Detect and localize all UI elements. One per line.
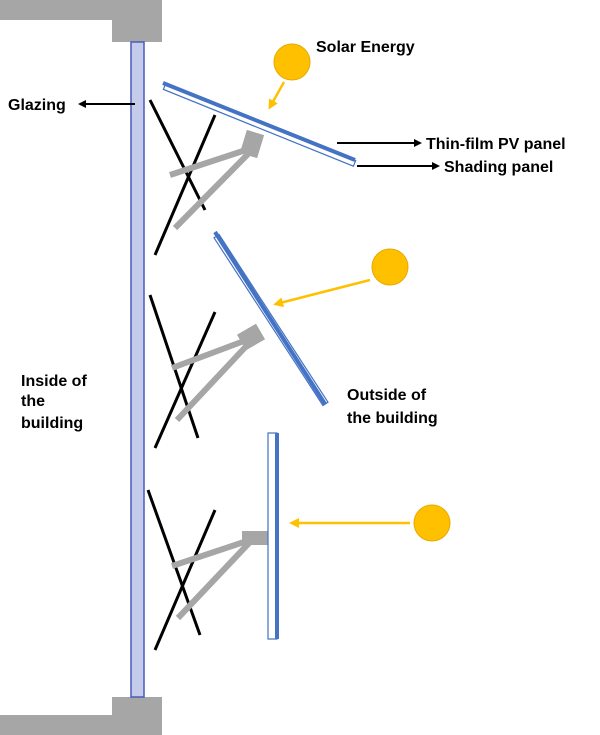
inside-building-label-line3: building: [21, 415, 83, 432]
bracket-arm: [175, 539, 253, 621]
shading-unit-bottom: [146, 432, 279, 651]
shading-panel-label: Shading panel: [444, 159, 553, 176]
lower-wall-slab: [0, 697, 162, 735]
glazing-label: Glazing: [8, 97, 66, 114]
bracket-arm: [172, 147, 255, 231]
support-leg: [153, 114, 217, 256]
sun-icon: [413, 504, 451, 542]
panel-mount: [242, 531, 268, 545]
sun-icon: [273, 43, 311, 81]
thin-film-pv-panel: [162, 81, 356, 162]
thin-film-pv-panel: [213, 230, 327, 406]
inside-building-label-line1: Inside of: [21, 373, 87, 390]
bracket-arm: [169, 145, 253, 178]
panel-mount: [236, 323, 266, 351]
bracket-arm: [174, 337, 255, 423]
bracket-arm: [170, 335, 254, 371]
panel-mount: [239, 129, 265, 159]
support-leg: [153, 311, 217, 449]
thin-film-pv-panel-label: Thin-film PV panel: [426, 136, 566, 153]
sun-ray-arrow: [268, 81, 286, 110]
upper-wall-slab: [0, 0, 162, 42]
support-leg: [153, 509, 217, 651]
bracket-arm: [171, 537, 251, 569]
inside-building-label-line2: the: [21, 393, 45, 410]
outside-building-label-line1: Outside of: [347, 387, 427, 404]
sun-icon: [371, 248, 409, 286]
outside-building-label-line2: the building: [347, 410, 438, 427]
solar-energy-label: Solar Energy: [316, 39, 415, 56]
sun-ray-arrow: [273, 278, 371, 308]
shading-unit-top: [148, 81, 357, 256]
support-leg: [148, 99, 207, 211]
shading-unit-middle: [148, 230, 329, 449]
glazing-pane: [130, 41, 145, 698]
